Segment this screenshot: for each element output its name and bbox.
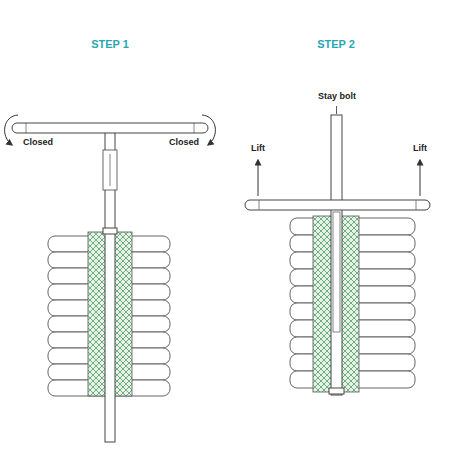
rotation-arrow	[5, 115, 18, 145]
step-heading: STEP 1	[91, 38, 129, 50]
t-handle	[245, 200, 430, 210]
step-heading: STEP 2	[317, 38, 355, 50]
action-label: Closed	[23, 138, 53, 148]
stop-ring	[103, 228, 117, 234]
detail-line	[26, 123, 27, 133]
part-label: Stay bolt	[318, 92, 356, 102]
lift-arrow	[258, 160, 259, 196]
stop-ring	[329, 388, 344, 394]
t-handle	[12, 123, 208, 133]
detail-line	[416, 200, 417, 210]
action-label: Lift	[251, 144, 265, 154]
action-label: Lift	[413, 144, 427, 154]
detail-line	[110, 154, 111, 186]
detail-line	[259, 200, 260, 210]
detail-line	[194, 123, 195, 133]
action-label: Closed	[169, 138, 199, 148]
leader-line	[336, 106, 337, 114]
inner-rod	[333, 212, 340, 332]
lift-arrow	[420, 160, 421, 196]
tube	[331, 115, 342, 395]
grip-sleeve	[103, 150, 117, 190]
rotation-arrow	[202, 115, 215, 145]
